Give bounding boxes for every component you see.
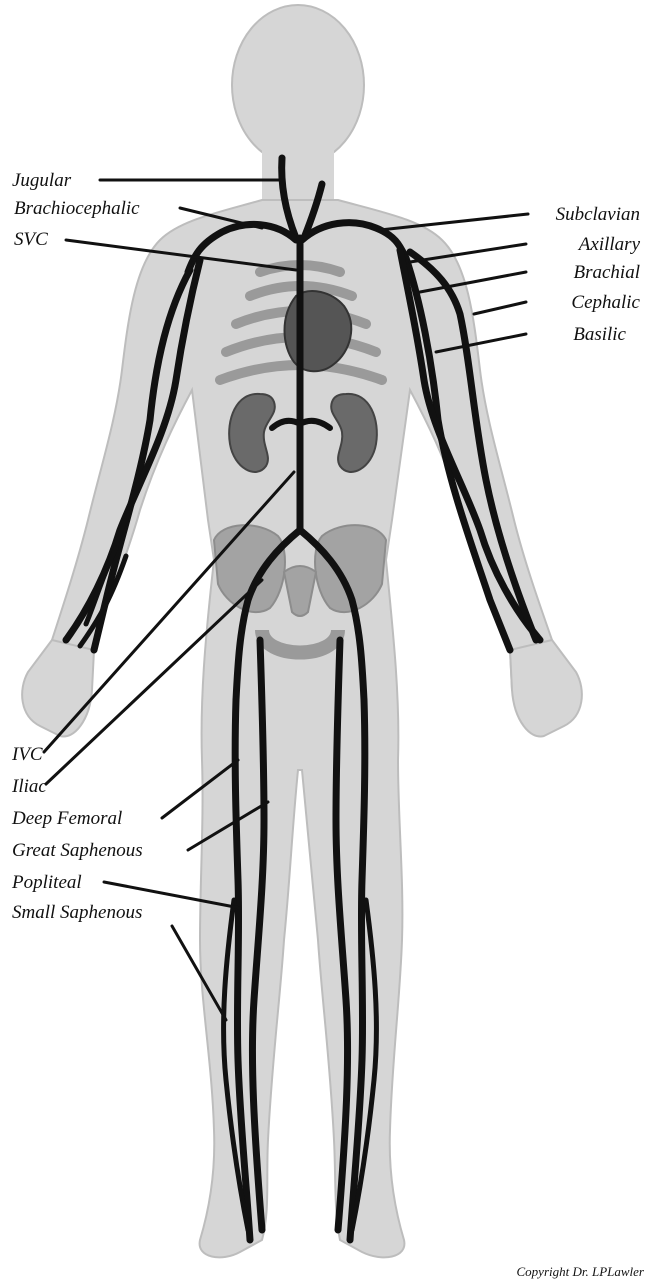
label-deep-femoral: Deep Femoral: [11, 808, 122, 829]
label-popliteal: Popliteal: [11, 872, 82, 893]
label-ivc: IVC: [11, 744, 43, 765]
label-iliac: Iliac: [11, 776, 47, 797]
label-small-saphenous: Small Saphenous: [12, 902, 142, 923]
label-cephalic: Cephalic: [571, 292, 640, 313]
neck: [262, 150, 334, 205]
label-axillary: Axillary: [577, 234, 641, 255]
head: [232, 5, 364, 165]
label-brachiocephalic: Brachiocephalic: [14, 198, 140, 219]
label-great-saphenous: Great Saphenous: [12, 840, 143, 861]
label-brachial: Brachial: [574, 262, 641, 283]
label-subclavian: Subclavian: [556, 204, 640, 225]
copyright-text: Copyright Dr. LPLawler: [517, 1264, 645, 1279]
leader-cephalic: [474, 302, 526, 314]
body-silhouette: [22, 5, 582, 1257]
label-svc: SVC: [14, 229, 48, 250]
label-basilic: Basilic: [573, 324, 626, 345]
left-hand: [510, 640, 582, 737]
right-hand: [22, 640, 94, 737]
label-jugular: Jugular: [12, 170, 72, 191]
